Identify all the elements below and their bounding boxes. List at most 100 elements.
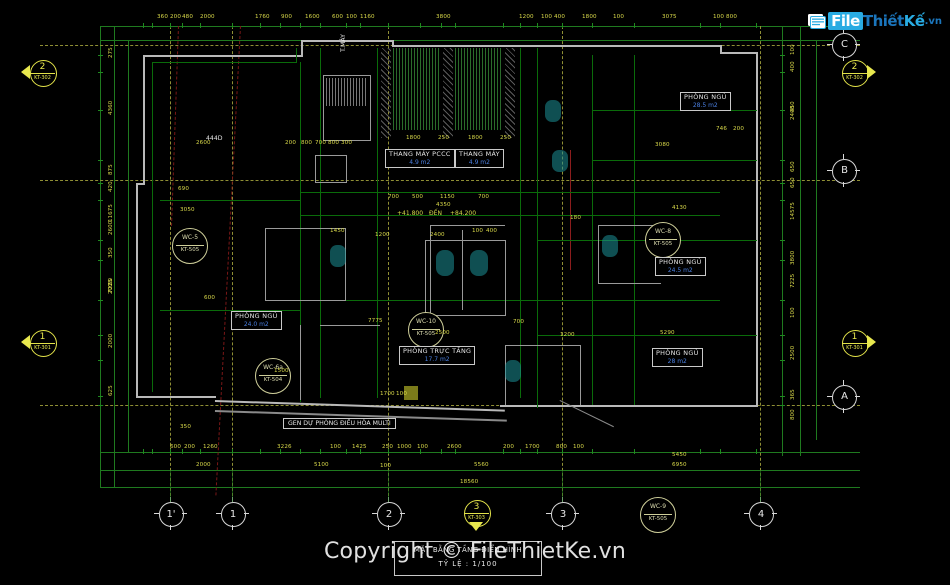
fixture-wc-6 [602,235,618,257]
dim-tick [98,55,103,56]
dims-bot-1-text: 100 [330,444,341,450]
dim-tick [441,23,442,28]
partition-v-296 [296,48,297,63]
detail-bubble-sheet: KT-505 [653,241,673,247]
fixture-wc-4 [330,245,346,267]
grid-axis-1p [170,26,171,506]
grid-bubble-tick [215,513,221,514]
partition-top-left-inner [152,62,297,63]
dims-bot-1-text: 800 [556,444,567,450]
dims-inner-text: 250 [438,135,449,141]
filethietke-logo[interactable]: File Thiết Kế .vn [807,12,942,30]
dims-inner-text: 180 [570,215,581,221]
partition-left-inner [152,62,153,392]
room-tag-area: 28 m2 [667,357,687,365]
dim-tick [170,449,171,454]
dim-tick [280,23,281,28]
grid-axis-1 [232,26,233,506]
room-outline-4-left [300,325,301,400]
section-marker-number: 1 [851,332,858,342]
section-marker-sheet: KT-301 [30,343,55,351]
dim-line-left-3 [128,40,129,452]
detail-bubble-code: WC-6a [263,364,283,371]
dims-left-text: 11675 [108,204,114,222]
partition-h-110 [592,110,757,111]
dim-tick [420,449,421,454]
title-block-name: MẶT BẰNG TẦNG ĐIỂN HÌNH [413,546,523,554]
dims-inner-text: 700 [388,194,399,200]
partition-h-215 [300,215,720,216]
dim-tick [756,449,757,454]
section-marker-sheet: KT-302 [842,73,867,81]
dim-tick [780,360,785,361]
dims-bot-x-text: 5450 [672,452,687,458]
dim-tick [780,300,785,301]
dim-tick [592,23,593,28]
grid-bubble-tick [843,153,844,159]
grid-bubble-4: 4 [748,502,774,527]
dim-tick [503,23,504,28]
detail-bubble-sheet: KT-505 [416,331,436,337]
grid-bubble-tick [843,27,844,33]
dim-tick [346,449,347,454]
dims-top-1-text: 1760 [255,14,270,20]
logo-text-thiet: Thiết [862,12,904,30]
dims-left-text: 7225 [108,278,114,293]
grid-bubble-label: 1' [166,508,176,520]
dim-tick [143,23,144,28]
dim-tick [300,449,301,454]
grid-bubble-tick [843,55,844,61]
room-tag-name: PHÒNG NGỦ [656,349,699,357]
grid-bubble-tick [573,513,579,514]
room-outline-1-left [265,228,266,300]
dims-inner-text: 4350 [436,202,451,208]
grid-bubble-tick [827,395,832,397]
dims-bot-1-text: 1425 [352,444,367,450]
stair-outline-left [323,75,324,140]
dims-inner-text: 800 [328,140,339,146]
dim-line-left-2 [114,26,115,487]
dims-inner-text: 1200 [560,332,575,338]
dims-right-text: 100 [790,44,796,55]
grid-bubble-tick [181,513,187,514]
grid-bubble-label: C [841,39,848,50]
dims-inner-text: 3080 [655,142,670,148]
room-outline-2-top [425,240,505,241]
dims-bot-1-text: 1700 [525,444,540,450]
room-outline-2-bottom [425,315,506,316]
dims-left-text: 420 [108,181,114,192]
dims-top-1-text: 100 [346,14,357,20]
dims-inner-text: 200 [285,140,296,146]
dims-bot-1-text: 2600 [447,444,462,450]
wc-cluster-left [430,225,431,315]
dim-line-bottom-1 [100,452,860,453]
grid-bubble-2: 2 [376,502,402,527]
dim-tick [152,449,153,454]
detail-bubble-sheet: KT-505 [180,247,200,253]
detail-bubble-code: WC-5 [181,234,199,241]
wall-outer-top-center [301,40,393,42]
dims-inner-text: 3050 [180,207,195,213]
logo-text-vn: .vn [924,15,942,27]
dims-inner-text: 2400 [430,232,445,238]
partition-v-377 [377,48,378,398]
room-tag-area: 4.9 m2 [468,158,490,166]
dim-tick [780,396,785,397]
grid-bubble-tick [169,525,171,530]
dims-top-1-text: 480 [182,14,193,20]
room-tag-area: 17.7 m2 [424,355,450,363]
grid-bubble-label: 2 [385,508,393,520]
partition-h-310 [160,310,300,311]
dim-tick [562,449,563,454]
dim-tick [98,183,103,184]
section-marker-number: 2 [851,62,858,72]
dims-inner-text: 500 [412,194,423,200]
